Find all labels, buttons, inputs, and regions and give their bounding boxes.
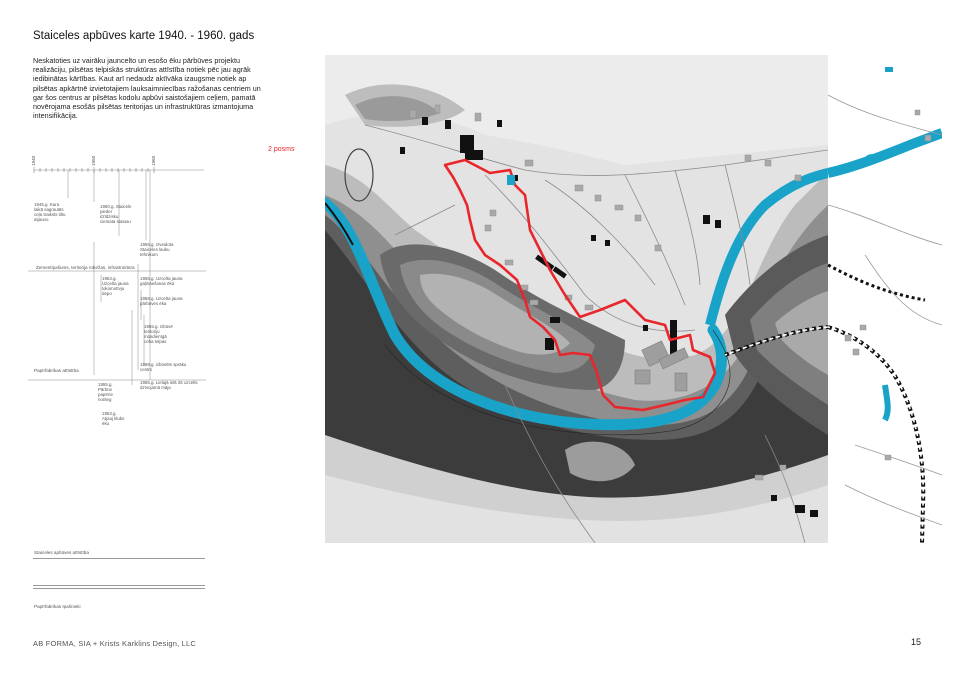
- timeline-note: 1955.g. Izveidota Staiceles lauku tehnik…: [140, 242, 174, 258]
- phase-label: 2 posms: [268, 146, 295, 153]
- divider: [33, 558, 205, 559]
- timeline-year: 1960: [151, 155, 156, 166]
- timeline-category: Zemes/īpašums, teritorija robežas, infra…: [36, 265, 135, 270]
- timeline-note: 1945.g. Kara laikā sagrautās ceļa Saikst…: [34, 202, 66, 223]
- timeline: 1940 1950 1960 1945.g. Kara laikā sagrau…: [28, 150, 218, 450]
- footer-credits: AB FORMA, SIA + Krists Karklins Design, …: [33, 639, 197, 648]
- timeline-note: 1955.g. Izbūvē teritoriju mūsdienīgā ceh…: [144, 324, 173, 345]
- timeline-note: 1955.g. Uzcelta jauna gaļināešanas ēka: [140, 276, 183, 287]
- page-title: Staiceles apbūves karte 1940. - 1960. ga…: [33, 30, 255, 42]
- bottom-label-development: Staiceles apbūves attīstība: [34, 550, 89, 555]
- settlement-map: [325, 55, 944, 544]
- phase-boundary: [443, 158, 717, 412]
- bottom-label-owners: Papīrfabrikas īpašnieki: [34, 604, 81, 609]
- timeline-year: 1940: [31, 155, 36, 166]
- timeline-note: 1955.g. Pārbūv papīrne noriteg: [98, 382, 113, 403]
- timeline-note: 1950.g. Staicele pieder dzīdzisku. ciema…: [100, 204, 132, 225]
- timeline-note: 1953.g. Uzcelta jauna lokomotīvju depo: [102, 276, 129, 297]
- timeline-category: Papīrfabrikas attīstība: [34, 368, 79, 373]
- timeline-year: 1950: [91, 155, 96, 166]
- timeline-note: 1959.g. izbūvēts sprāku centrs: [140, 362, 187, 373]
- timeline-note: 1953.g. Atjauj klubs ēku: [102, 411, 125, 427]
- terrain: [325, 55, 828, 543]
- timeline-note: 1958.g. Uzcelta jauna pārbūves ēka: [140, 296, 183, 307]
- divider: [33, 588, 205, 589]
- timeline-note: 1955.g. Lielajā ielā 26 uzcelts dzīvojam…: [140, 380, 198, 391]
- map-svg: [325, 55, 944, 544]
- intro-paragraph: Neskatoties uz vairāku jauncelto un esoš…: [33, 56, 261, 121]
- intro-text: Neskatoties uz vairāku jauncelto un esoš…: [33, 56, 261, 120]
- page-number: 15: [911, 637, 922, 647]
- timeline-lines: [28, 167, 206, 385]
- divider: [33, 585, 205, 586]
